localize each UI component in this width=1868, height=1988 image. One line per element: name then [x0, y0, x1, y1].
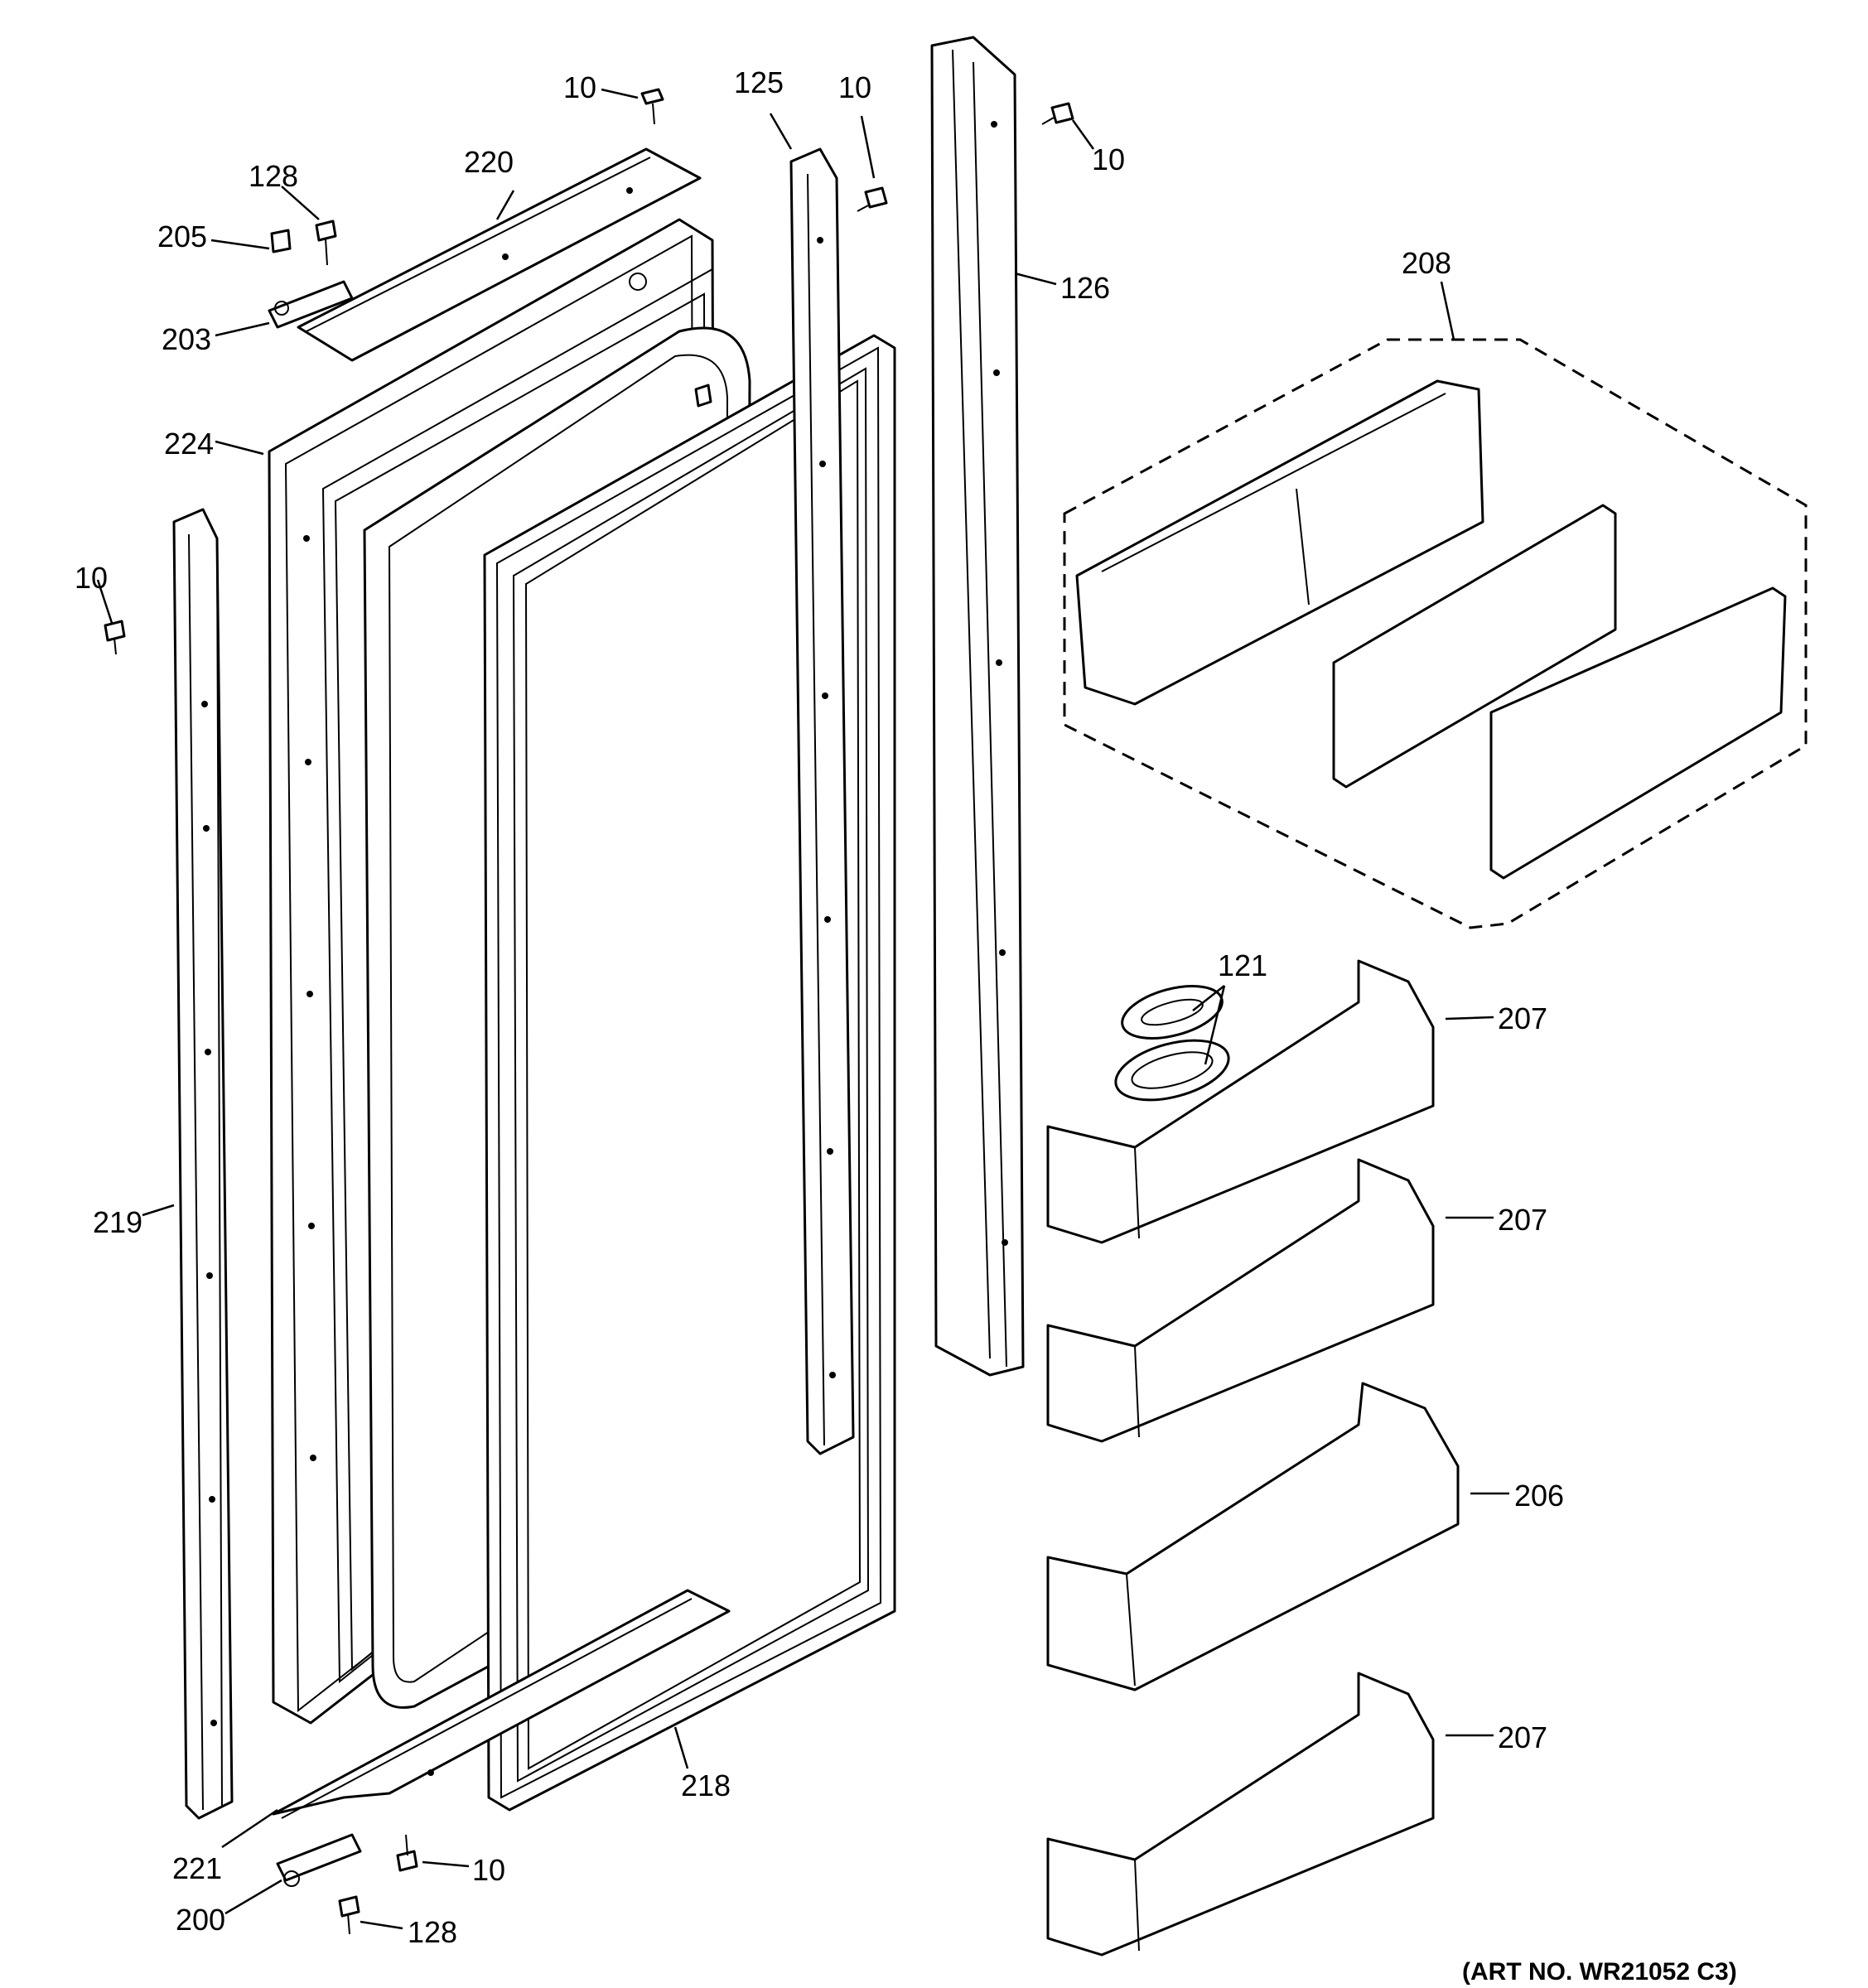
callout-labels: 10 125 10 10 128 220 205 203 126 208 224…	[75, 65, 1564, 1949]
callout-125: 125	[734, 65, 784, 99]
part-206-bin	[1046, 1382, 1460, 1691]
screw-left	[104, 620, 126, 655]
hinge-200	[276, 1833, 362, 1887]
pin-205	[270, 229, 292, 253]
callout-203: 203	[162, 322, 211, 356]
callout-224: 224	[164, 427, 214, 461]
callout-208: 208	[1402, 246, 1451, 280]
callout-207-b: 207	[1498, 1203, 1547, 1237]
part-121-clips	[1114, 985, 1230, 1102]
part-208-drawer-assembly	[1063, 338, 1808, 929]
callout-10-right: 10	[1092, 142, 1125, 176]
screw-10-bottom	[396, 1834, 418, 1872]
screw-mid	[857, 186, 888, 212]
part-221-bottom-strip	[272, 1589, 731, 1819]
part-218-door-gasket	[483, 334, 896, 1812]
callout-10-bottom: 10	[472, 1853, 505, 1887]
screw-right	[1041, 102, 1074, 125]
art-number: (ART NO. WR21052 C3)	[1462, 1958, 1737, 1986]
callout-10-left: 10	[75, 561, 108, 595]
callout-207-c: 207	[1498, 1720, 1547, 1754]
callout-121: 121	[1218, 948, 1267, 982]
callout-128-top: 128	[249, 159, 298, 193]
callout-126: 126	[1060, 271, 1110, 305]
callout-220: 220	[464, 145, 514, 179]
callout-200: 200	[176, 1903, 225, 1937]
part-126-handle-trim	[930, 36, 1025, 1377]
screw-128-top	[315, 220, 337, 266]
part-220-top-strip	[297, 147, 702, 362]
callout-207-a: 207	[1498, 1001, 1547, 1035]
callout-10-mid: 10	[838, 70, 871, 104]
part-207-bin-3	[1046, 1672, 1435, 1957]
callout-221: 221	[172, 1851, 222, 1885]
callout-218: 218	[681, 1768, 731, 1802]
hinge-203	[268, 280, 354, 329]
part-207-bin-2	[1046, 1158, 1435, 1443]
part-207-bin-1	[1046, 959, 1435, 1244]
callout-10-top: 10	[563, 70, 596, 104]
part-219-trim-strip	[172, 508, 234, 1820]
callout-205: 205	[157, 220, 207, 253]
callout-206: 206	[1514, 1479, 1564, 1513]
leader-lines	[96, 88, 1509, 1930]
callout-128-bottom: 128	[408, 1915, 457, 1949]
callout-219: 219	[93, 1205, 142, 1239]
part-125-right-strip	[789, 147, 855, 1455]
screw-128-bottom	[338, 1895, 360, 1935]
screw-top	[640, 88, 664, 125]
